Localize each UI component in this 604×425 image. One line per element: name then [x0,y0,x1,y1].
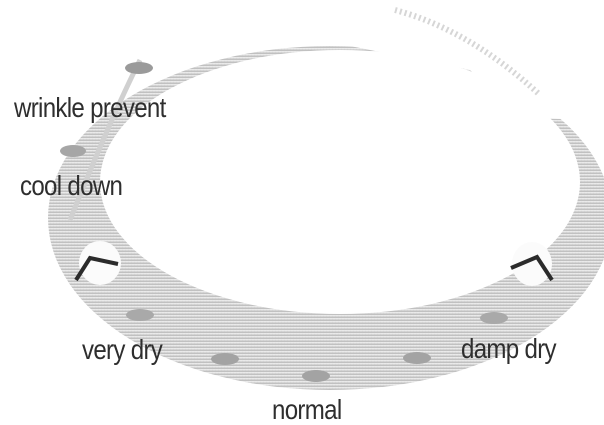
dot-normal [302,370,330,382]
label-normal: normal [272,396,341,424]
label-cool-down: cool down [20,172,122,200]
dot-very-dry [126,309,154,321]
dot-normal-2 [403,352,431,364]
dot-very-dry-2 [211,353,239,365]
label-wrinkle-prevent: wrinkle prevent [14,94,166,122]
dot-damp-dry [480,312,508,324]
dot-cool-down [60,145,86,157]
dot-wrinkle-prevent [125,62,153,74]
label-very-dry: very dry [82,336,162,364]
label-damp-dry: damp dry [461,335,556,363]
